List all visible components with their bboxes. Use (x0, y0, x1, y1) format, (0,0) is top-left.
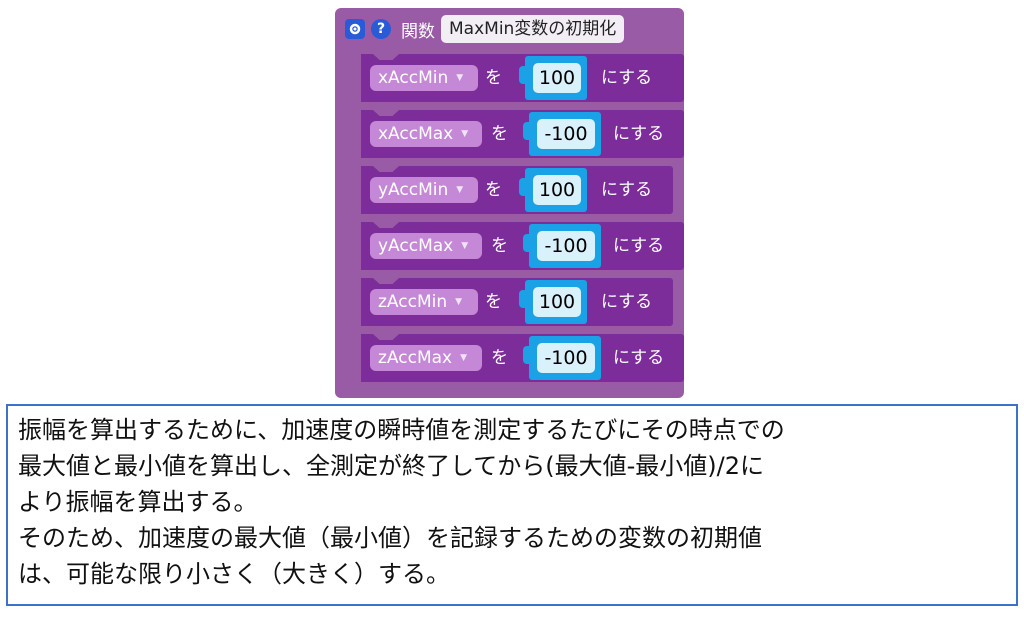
dropdown-arrow-icon: ▼ (455, 297, 463, 307)
suffix-label: にする (613, 236, 665, 256)
particle-label: を (491, 348, 508, 368)
explanation-line: 振幅を算出するために、加速度の瞬時値を測定するたびにその時点での (18, 416, 785, 444)
suffix-label: にする (601, 292, 653, 312)
number-field[interactable]: -100 (537, 119, 595, 149)
number-block[interactable]: 100 (519, 168, 587, 212)
number-field[interactable]: -100 (537, 343, 595, 373)
explanation-line: より振幅を算出する。 (18, 488, 258, 516)
help-icon[interactable]: ? (371, 19, 391, 39)
dropdown-arrow-icon: ▼ (461, 241, 469, 251)
number-field[interactable]: 100 (533, 287, 581, 317)
particle-label: を (491, 124, 508, 144)
dropdown-arrow-icon: ▼ (456, 73, 464, 83)
variable-dropdown[interactable]: xAccMax ▼ (370, 121, 482, 147)
variable-name: zAccMax (378, 348, 453, 368)
set-variable-block[interactable]: xAccMin ▼ を 100 にする (361, 54, 684, 102)
particle-label: を (491, 236, 508, 256)
set-variable-block[interactable]: zAccMin ▼ を 100 にする (361, 278, 673, 326)
set-variable-block[interactable]: zAccMax ▼ を -100 にする (361, 334, 684, 382)
number-field[interactable]: 100 (533, 175, 581, 205)
function-keyword: 関数 (401, 21, 435, 42)
number-block[interactable]: 100 (519, 280, 587, 324)
variable-dropdown[interactable]: zAccMax ▼ (370, 345, 482, 371)
suffix-label: にする (613, 348, 665, 368)
suffix-label: にする (613, 124, 665, 144)
variable-name: xAccMax (378, 124, 454, 144)
variable-name: yAccMax (378, 236, 454, 256)
explanation-box: 振幅を算出するために、加速度の瞬時値を測定するたびにその時点での 最大値と最小値… (6, 404, 1018, 606)
variable-dropdown[interactable]: yAccMax ▼ (370, 233, 482, 259)
variable-dropdown[interactable]: zAccMin ▼ (370, 289, 478, 315)
suffix-label: にする (601, 180, 653, 200)
dropdown-arrow-icon: ▼ (461, 129, 469, 139)
number-field[interactable]: -100 (537, 231, 595, 261)
set-variable-block[interactable]: xAccMax ▼ を -100 にする (361, 110, 684, 158)
gear-icon[interactable] (345, 19, 365, 39)
particle-label: を (485, 68, 502, 88)
dropdown-arrow-icon: ▼ (460, 353, 468, 363)
function-header: ? 関数 MaxMin変数の初期化 (335, 8, 684, 50)
set-variable-block[interactable]: yAccMax ▼ を -100 にする (361, 222, 684, 270)
number-block[interactable]: -100 (523, 224, 601, 268)
particle-label: を (485, 180, 502, 200)
explanation-line: そのため、加速度の最大値（最小値）を記録するための変数の初期値 (18, 524, 762, 552)
explanation-line: 最大値と最小値を算出し、全測定が終了してから(最大値-最小値)/2に (18, 452, 765, 480)
number-field[interactable]: 100 (533, 63, 581, 93)
function-block[interactable]: ? 関数 MaxMin変数の初期化 xAccMin ▼ を 100 にする xAc… (335, 8, 684, 398)
variable-dropdown[interactable]: yAccMin ▼ (370, 177, 478, 203)
set-variable-block[interactable]: yAccMin ▼ を 100 にする (361, 166, 673, 214)
variable-name: yAccMin (378, 180, 449, 200)
number-block[interactable]: -100 (523, 112, 601, 156)
explanation-line: は、可能な限り小さく（大きく）する。 (18, 560, 450, 588)
variable-dropdown[interactable]: xAccMin ▼ (370, 65, 478, 91)
variable-name: zAccMin (378, 292, 448, 312)
function-name-field[interactable]: MaxMin変数の初期化 (441, 15, 625, 43)
particle-label: を (485, 292, 502, 312)
suffix-label: にする (601, 68, 653, 88)
function-block-footer (335, 378, 684, 398)
number-block[interactable]: 100 (519, 56, 587, 100)
variable-name: xAccMin (378, 68, 449, 88)
dropdown-arrow-icon: ▼ (456, 185, 464, 195)
number-block[interactable]: -100 (523, 336, 601, 380)
